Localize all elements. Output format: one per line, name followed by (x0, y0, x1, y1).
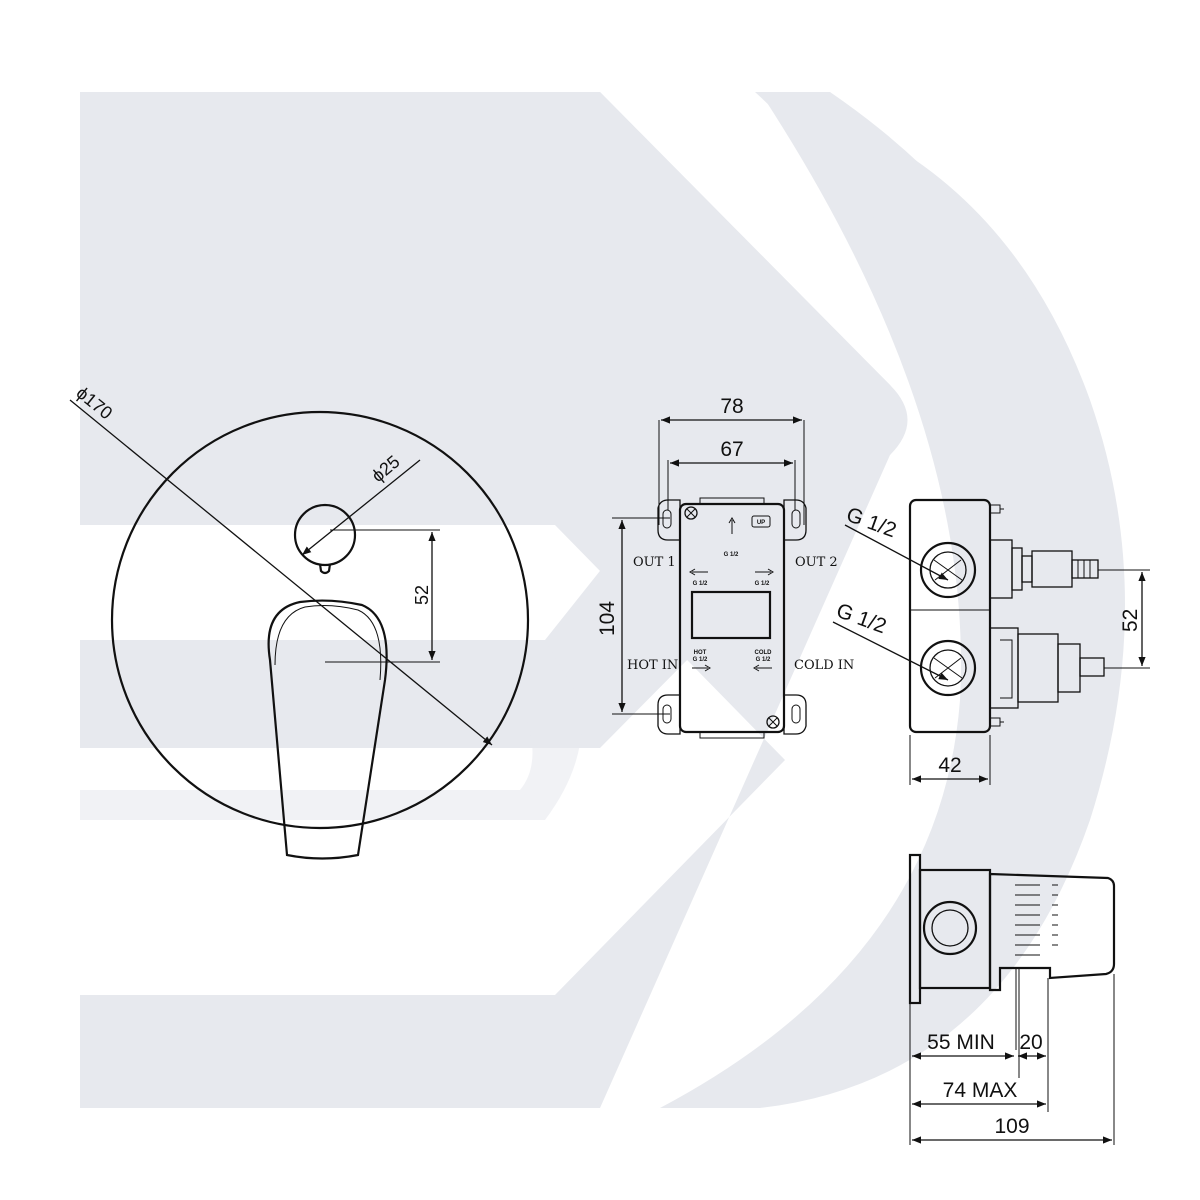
knob-notch (318, 563, 332, 575)
thread-lower-leader (832, 621, 949, 681)
width-78-label: 78 (720, 395, 743, 418)
depth-42-label: 42 (938, 754, 961, 777)
min-depth-label: 55 MIN (927, 1031, 995, 1054)
overall-depth-label: 109 (994, 1115, 1029, 1138)
diameter-25-line (301, 459, 421, 556)
port-out1-label: OUT 1 (633, 555, 676, 570)
port-out2-label: OUT 2 (795, 555, 838, 570)
max-depth-label: 74 MAX (943, 1079, 1018, 1102)
port-hot-label: HOT IN (627, 658, 678, 673)
hot-arrow-icon (692, 664, 711, 672)
mounting-ear-bl (657, 694, 681, 735)
svg-text:G 1/2: G 1/2 (755, 581, 770, 587)
up-mark: UP (757, 520, 765, 526)
mounting-ear-br (783, 694, 807, 735)
thread-upper-leader (844, 524, 949, 581)
port-cold-label: COLD IN (794, 658, 854, 673)
out1-arrow-icon (689, 568, 708, 576)
mounting-ear-tl (657, 499, 681, 541)
svg-text:G 1/2: G 1/2 (693, 657, 708, 663)
lever-inner (274, 605, 382, 681)
height-104-label: 104 (596, 601, 619, 636)
up-arrow-icon (728, 517, 736, 534)
cartridge-ribs (1015, 884, 1058, 956)
lever-handle (267, 599, 388, 860)
thread-lower-label: G 1/2 (833, 599, 889, 638)
cartridge-window (690, 590, 772, 640)
svg-text:HOT: HOT (694, 650, 707, 656)
cold-arrow-icon (753, 664, 772, 672)
valve-body-view: 78 67 104 UP G 1/2 (596, 395, 854, 739)
out2-arrow-icon (755, 568, 774, 576)
side-body-outline (908, 498, 992, 734)
diverter-knob-outline (293, 503, 357, 567)
mounting-ear-tr (783, 499, 807, 541)
spacing-52-label: 52 (412, 585, 432, 605)
svg-text:G 1/2: G 1/2 (724, 552, 739, 558)
cover-plate-outline (110, 410, 530, 830)
cartridge-cover (988, 872, 1116, 992)
bottom-view: 55 MIN 20 74 MAX 109 (908, 853, 1116, 1145)
svg-text:G 1/2: G 1/2 (756, 657, 771, 663)
diameter-170-line (69, 399, 493, 746)
watermark-logo (80, 92, 1125, 1108)
width-67-label: 67 (720, 438, 743, 461)
side-spacing-52-label: 52 (1119, 609, 1142, 632)
svg-text:G 1/2: G 1/2 (693, 581, 708, 587)
svg-text:COLD: COLD (755, 650, 773, 656)
extension-20-label: 20 (1019, 1031, 1042, 1054)
screw-icon (766, 715, 780, 729)
screw-icon (684, 506, 698, 520)
